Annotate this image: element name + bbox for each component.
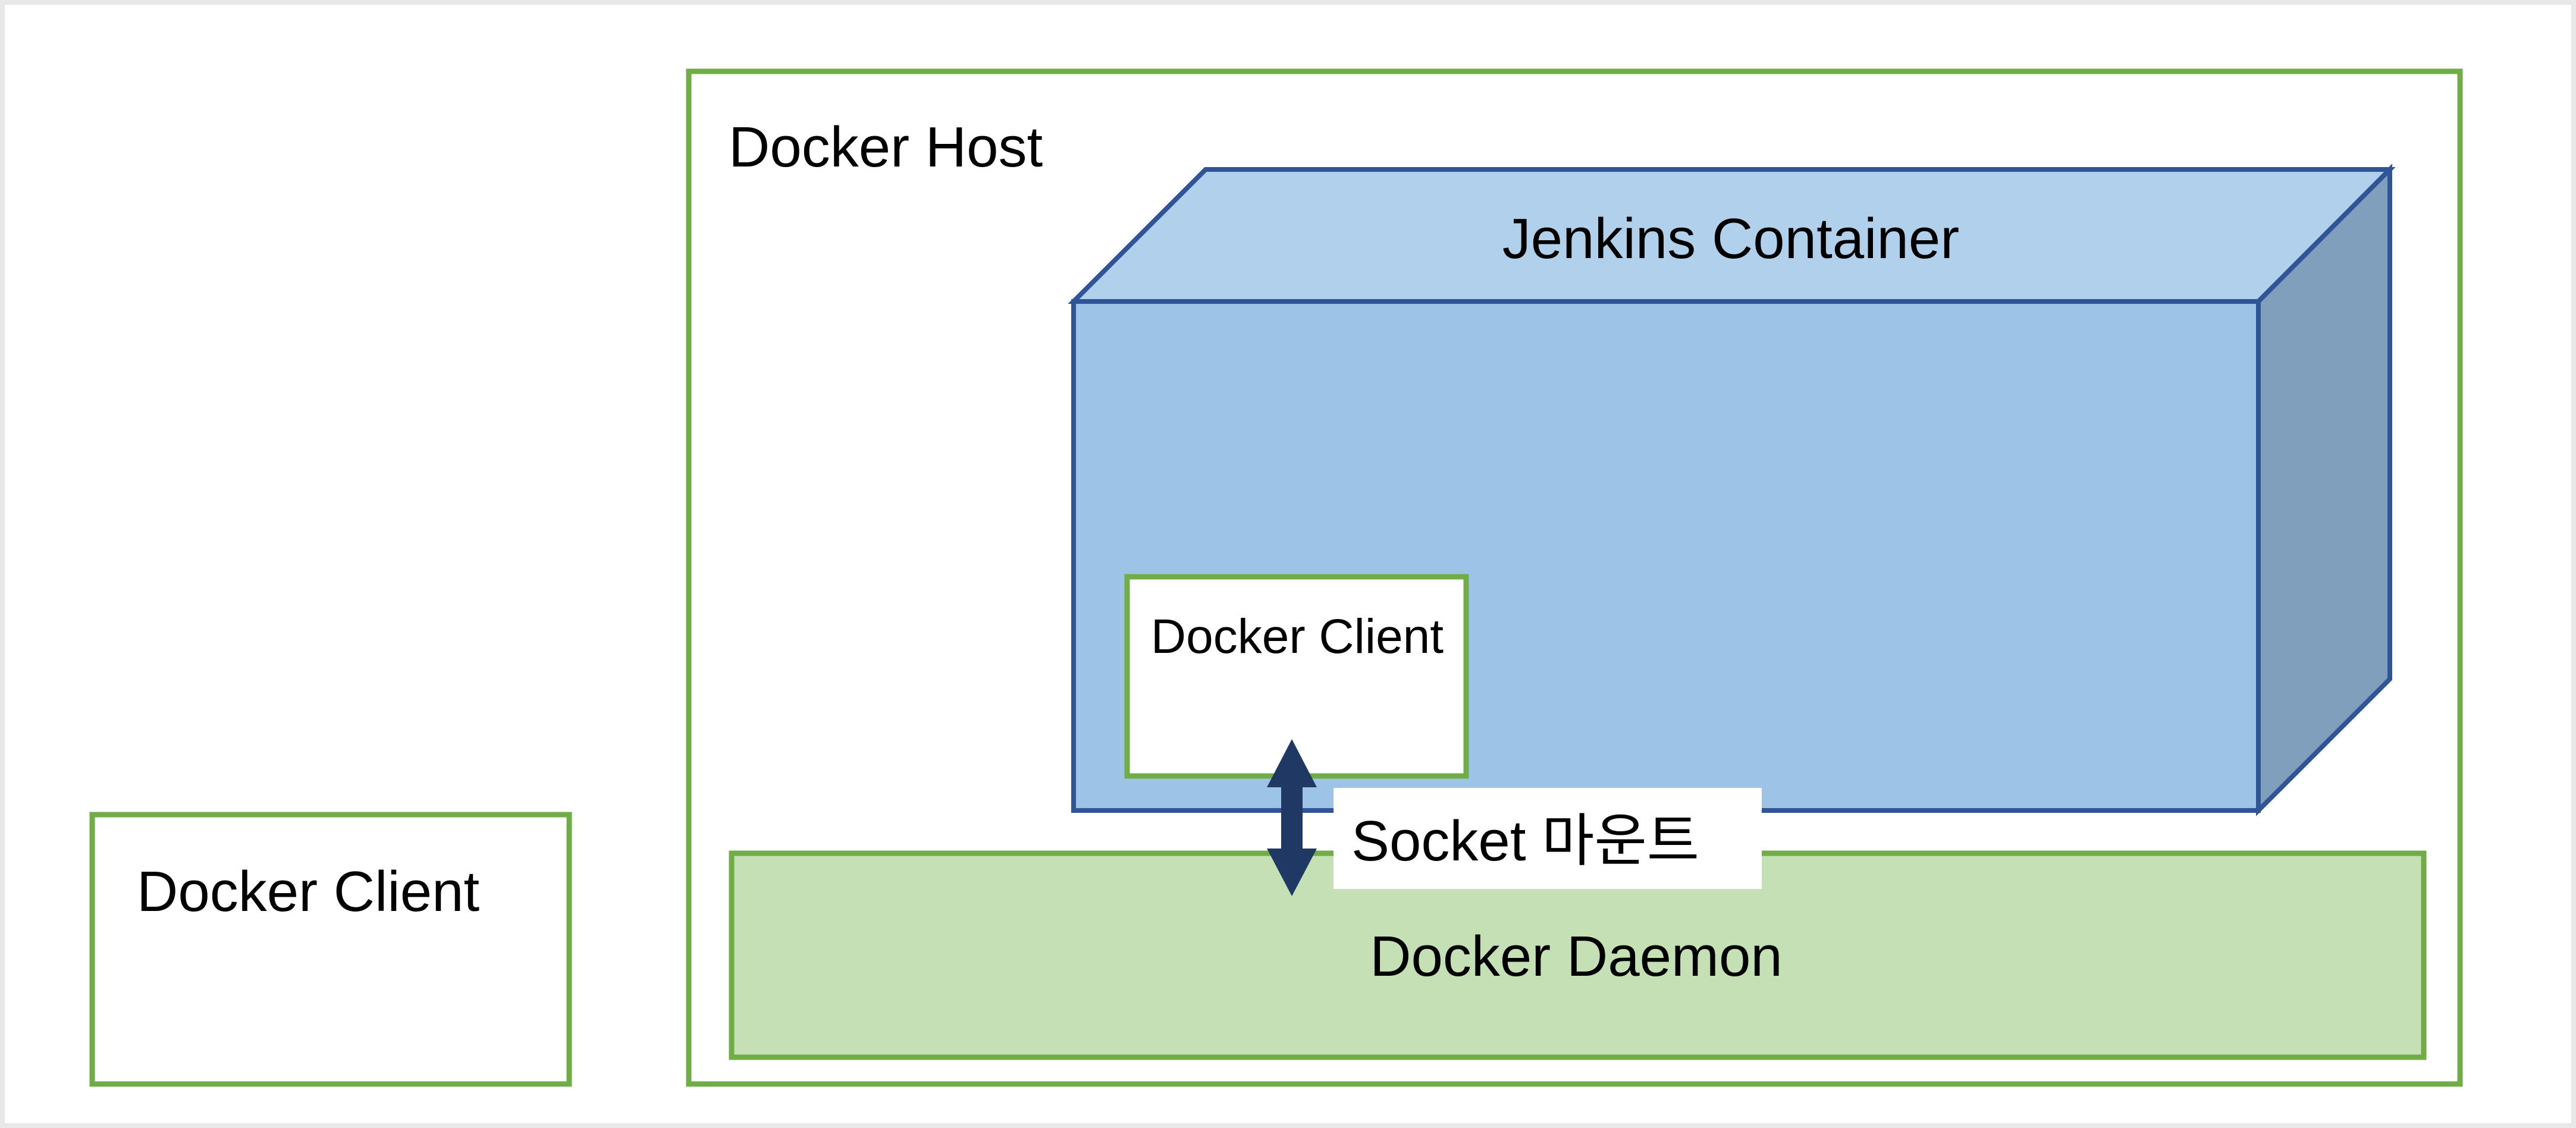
docker-daemon-label: Docker Daemon [1370, 925, 1783, 988]
inner-docker-client: Docker Client [1124, 574, 1469, 779]
inner-docker-client-label: Docker Client [1151, 609, 1444, 664]
outside-docker-client-box [89, 812, 572, 1087]
jenkins-container-label: Jenkins Container [1502, 207, 1959, 271]
socket-double-arrow [1267, 739, 1317, 896]
outside-docker-client-label: Docker Client [137, 860, 479, 923]
socket-mount-label-bg [1334, 788, 1762, 889]
socket-mount: Socket 마운트 [1334, 788, 1762, 889]
outside-docker-client: Docker Client [89, 812, 572, 1087]
socket-mount-label: Socket 마운트 [1351, 809, 1699, 873]
docker-daemon: Docker Daemon [729, 850, 2427, 1060]
jenkins-container: Jenkins Container [1068, 164, 2396, 816]
inner-docker-client-box [1124, 574, 1469, 779]
docker-host-label: Docker Host [729, 115, 1043, 179]
